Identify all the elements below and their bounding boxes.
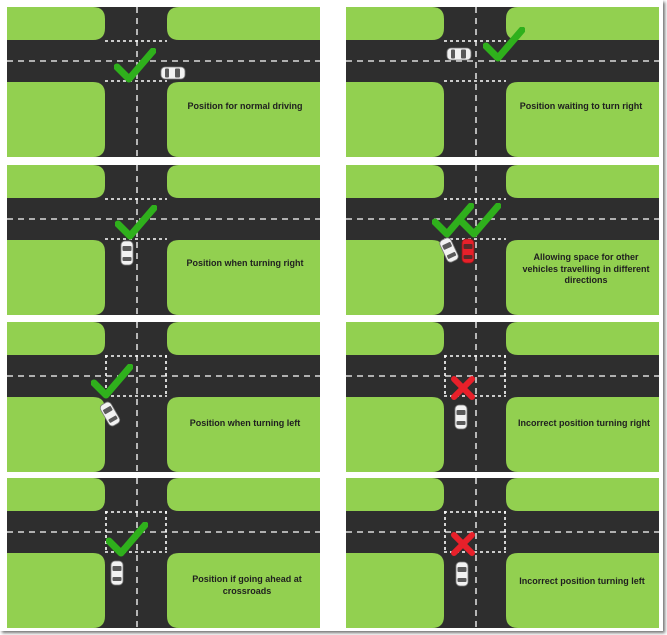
road-junction [7,478,320,628]
panel-caption: Position for normal driving [187,101,303,111]
panel-caption: Position if going ahead at crossroads [192,574,302,596]
panel-caption: Allowing space for other vehicles travel… [522,252,650,285]
car-icon [110,560,124,586]
road-junction [346,322,659,472]
panel-caption: Position when turning left [189,418,301,428]
road-junction [7,322,320,472]
panel-incorrect-turn-right: Incorrect position turning right [346,322,659,472]
panel-waiting-turn-right: Position waiting to turn right [346,7,659,157]
panel-caption: Position waiting to turn right [519,101,643,111]
tick-icon [483,27,525,62]
tick-icon [106,522,148,557]
car-icon [455,561,469,587]
car-icon [446,47,472,61]
tick-icon [115,205,157,240]
panel-incorrect-turn-left: Incorrect position turning left [346,478,659,628]
car-icon [454,404,468,430]
road-junction [7,7,320,157]
panel-caption: Incorrect position turning left [519,576,645,586]
panel-caption: Position when turning right [186,258,304,268]
panel-allowing-space: Allowing space for other vehicles travel… [346,165,659,315]
tick-icon [114,48,156,83]
cross-icon [451,376,475,400]
car-icon [99,401,121,427]
car-icon [120,240,134,266]
road-junction [346,7,659,157]
panel-turning-left: Position when turning left [7,322,320,472]
car-icon [439,237,475,264]
panel-going-ahead: Position if going ahead at crossroads [7,478,320,628]
tick-icon [91,364,133,399]
cross-icon [451,532,475,556]
panel-turning-right: Position when turning right [7,165,320,315]
tick-icon [432,203,474,238]
road-junction [7,165,320,315]
car-icon [160,66,186,80]
panel-caption: Incorrect position turning right [518,418,650,428]
road-junction [346,478,659,628]
tick-icon [459,203,501,238]
panel-normal-driving: Position for normal driving [7,7,320,157]
road-junction [346,165,659,315]
